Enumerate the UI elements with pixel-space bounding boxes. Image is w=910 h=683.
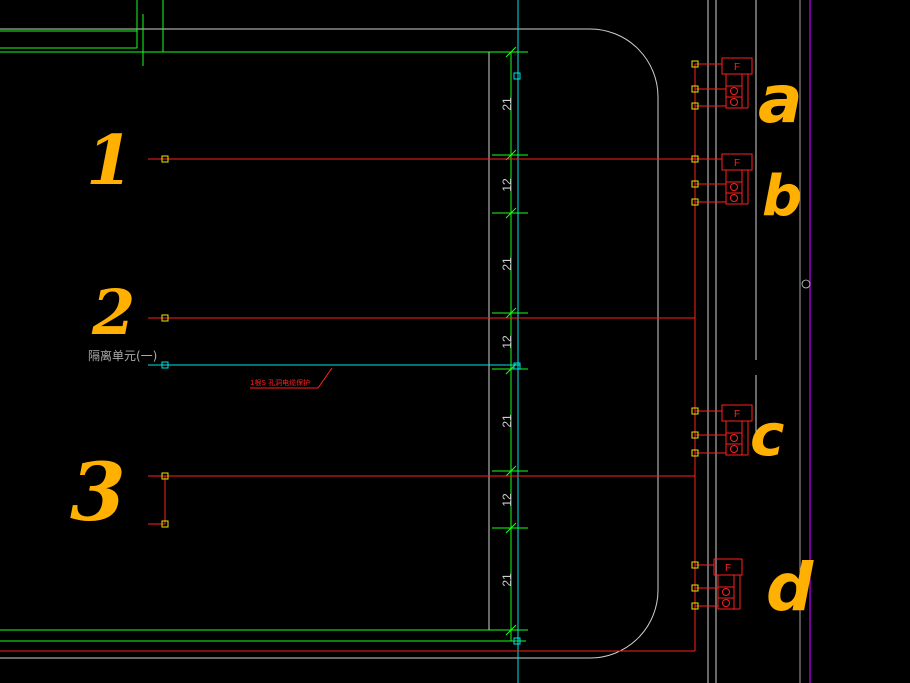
dimension-text: 12 <box>500 493 514 507</box>
panel-label-b: b <box>762 164 802 229</box>
cyan-markers <box>513 72 521 645</box>
zone-label-1: 1 <box>86 121 133 201</box>
red-note: 1根S 孔洞电缆保护 <box>250 378 310 387</box>
panel-d <box>713 558 743 610</box>
red-cable-lines <box>0 63 726 652</box>
dimension-ticks <box>492 46 528 636</box>
dimension-text: 12 <box>500 335 514 349</box>
dimension-text: 21 <box>500 97 514 111</box>
cyan-endpoint-marker <box>161 361 169 369</box>
zone-label-2: 2 <box>91 276 135 349</box>
panel-device-letter: F <box>734 158 740 169</box>
green-top-lines <box>0 0 526 642</box>
zone-label-3: 3 <box>70 445 126 539</box>
panel-b <box>721 153 753 205</box>
dimension-text: 21 <box>500 257 514 271</box>
panel-labels: a b c d <box>750 61 814 626</box>
dimension-texts: 21 12 21 12 21 12 21 <box>500 97 514 587</box>
cursor-icon <box>801 279 811 289</box>
dimension-text: 21 <box>500 573 514 587</box>
panel-device-letter: F <box>725 563 731 574</box>
panel-label-c: c <box>750 401 784 469</box>
zone-labels: 1 2 3 <box>70 121 135 539</box>
panel-c <box>721 404 753 456</box>
panel-a <box>721 57 753 109</box>
unit-label: 隔离单元(一) <box>88 348 157 363</box>
red-note-leader <box>250 367 333 389</box>
right-vertical-lines <box>707 0 757 683</box>
yellow-markers <box>161 60 699 610</box>
panel-label-a: a <box>758 61 803 138</box>
panel-device-letter: F <box>734 62 740 73</box>
panel-device-letter: F <box>734 409 740 420</box>
dimension-text: 21 <box>500 414 514 428</box>
panel-label-d: d <box>766 549 814 626</box>
dimension-text: 12 <box>500 178 514 192</box>
